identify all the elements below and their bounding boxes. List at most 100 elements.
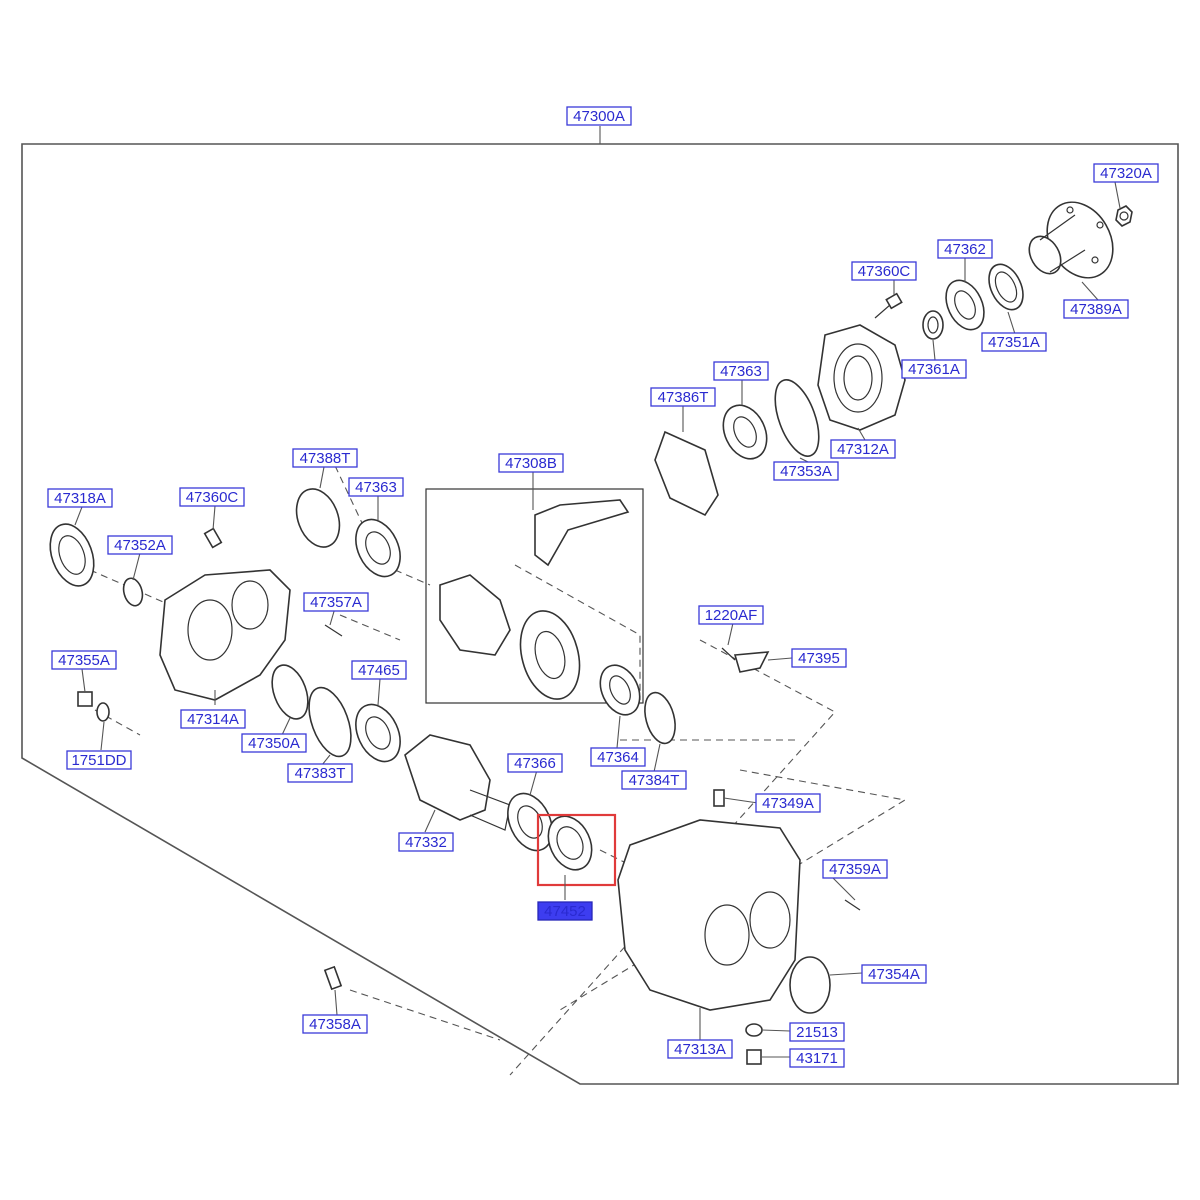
callout-label: 47366	[514, 755, 556, 772]
callout-box	[179, 487, 245, 507]
part-callout-47318a[interactable]: 47318A	[47, 488, 113, 508]
callout-label: 47351A	[988, 334, 1040, 351]
front-case-part	[159, 569, 291, 701]
part-callout-47465[interactable]: 47465	[351, 660, 407, 680]
part-callout-47389a[interactable]: 47389A	[1063, 299, 1129, 319]
breather-part	[713, 789, 725, 807]
callout-box	[789, 1048, 845, 1068]
part-callout-1220af[interactable]: 1220AF	[698, 605, 764, 625]
callout-box	[901, 359, 967, 379]
callout-box	[351, 660, 407, 680]
callout-label: 47349A	[762, 795, 814, 812]
part-callout-47388t[interactable]: 47388T	[292, 448, 358, 468]
part-callout-47452[interactable]: 47452	[537, 901, 593, 921]
part-callout-47312a[interactable]: 47312A	[830, 439, 896, 459]
callout-label: 47361A	[908, 361, 960, 378]
callout-label: 47465	[358, 662, 400, 679]
part-callout-47320a[interactable]: 47320A	[1093, 163, 1159, 183]
snap-ring-part	[644, 691, 676, 745]
part-callout-47357a[interactable]: 47357A	[303, 592, 369, 612]
part-callout-47383t[interactable]: 47383T	[287, 763, 353, 783]
o-ring-part	[789, 956, 831, 1014]
callout-label: 47359A	[829, 861, 881, 878]
part-callout-47360c[interactable]: 47360C	[179, 487, 245, 507]
callout-label: 47332	[405, 834, 447, 851]
callout-box	[348, 477, 404, 497]
transfer-case-part	[617, 819, 801, 1011]
part-callout-47313a[interactable]: 47313A	[667, 1039, 733, 1059]
part-callout-47360c[interactable]: 47360C	[851, 261, 917, 281]
part-callout-47300a[interactable]: 47300A	[566, 106, 632, 126]
bolt-part	[203, 527, 223, 549]
part-callout-47359a[interactable]: 47359A	[822, 859, 888, 879]
part-callout-47363[interactable]: 47363	[348, 477, 404, 497]
bearing-part	[722, 404, 768, 460]
part-callout-47364[interactable]: 47364	[590, 747, 646, 767]
callout-label: 47363	[355, 479, 397, 496]
rear-housing-part	[817, 324, 906, 431]
callout-box	[773, 461, 839, 481]
callout-label: 47386T	[658, 389, 709, 406]
seal-part	[49, 523, 95, 587]
part-callout-47386t[interactable]: 47386T	[650, 387, 716, 407]
callout-label: 47363	[720, 363, 762, 380]
flange-part	[1028, 201, 1114, 279]
o-ring-part	[774, 379, 820, 457]
callout-box	[937, 239, 993, 259]
callout-label: 47355A	[58, 652, 110, 669]
bolt-part	[323, 965, 343, 991]
callout-label: 47360C	[186, 489, 239, 506]
callout-label: 1220AF	[705, 607, 758, 624]
part-callout-47354a[interactable]: 47354A	[861, 964, 927, 984]
part-callout-47395[interactable]: 47395	[791, 648, 847, 668]
part-callout-47351a[interactable]: 47351A	[981, 332, 1047, 352]
drain-plug-part	[77, 691, 110, 722]
gear-set-part	[425, 488, 644, 704]
part-callout-43171[interactable]: 43171	[789, 1048, 845, 1068]
part-callout-1751dd[interactable]: 1751DD	[66, 750, 132, 770]
part-callout-47308b[interactable]: 47308B	[498, 453, 564, 473]
dashed-guides	[89, 454, 907, 1076]
callout-box	[507, 753, 563, 773]
callout-label: 47389A	[1070, 301, 1122, 318]
part-callout-47384t[interactable]: 47384T	[621, 770, 687, 790]
callout-box	[851, 261, 917, 281]
snap-ring-part	[308, 686, 352, 758]
spring-part	[922, 310, 944, 340]
callout-label: 47395	[798, 650, 840, 667]
callout-box	[713, 361, 769, 381]
callout-label: 47384T	[629, 772, 680, 789]
part-callout-47349a[interactable]: 47349A	[755, 793, 821, 813]
callout-label: 47357A	[310, 594, 362, 611]
part-callout-47355a[interactable]: 47355A	[51, 650, 117, 670]
highlighted-part-47452[interactable]	[540, 809, 600, 877]
pin-part	[324, 624, 343, 637]
part-callout-47314a[interactable]: 47314A	[180, 709, 246, 729]
callout-label: 47452	[544, 903, 586, 920]
bearing-part	[945, 279, 985, 331]
callout-box	[698, 605, 764, 625]
part-callout-47366[interactable]: 47366	[507, 753, 563, 773]
callout-label: 47318A	[54, 490, 106, 507]
callout-box	[1063, 299, 1129, 319]
part-callout-47352a[interactable]: 47352A	[107, 535, 173, 555]
part-callout-47358a[interactable]: 47358A	[302, 1014, 368, 1034]
callout-label: 1751DD	[71, 752, 126, 769]
callout-label: 21513	[796, 1024, 838, 1041]
callout-box	[861, 964, 927, 984]
callout-box	[590, 747, 646, 767]
part-callout-47350a[interactable]: 47350A	[241, 733, 307, 753]
part-callout-47363[interactable]: 47363	[713, 361, 769, 381]
part-callout-47332[interactable]: 47332	[398, 832, 454, 852]
callout-label: 47300A	[573, 108, 625, 125]
part-callout-21513[interactable]: 21513	[789, 1022, 845, 1042]
part-callout-47362[interactable]: 47362	[937, 239, 993, 259]
callout-box	[66, 750, 132, 770]
part-callout-47361a[interactable]: 47361A	[901, 359, 967, 379]
callout-box	[292, 448, 358, 468]
callout-box	[241, 733, 307, 753]
part-callout-47353a[interactable]: 47353A	[773, 461, 839, 481]
callout-box	[47, 488, 113, 508]
callout-label: 47308B	[505, 455, 557, 472]
